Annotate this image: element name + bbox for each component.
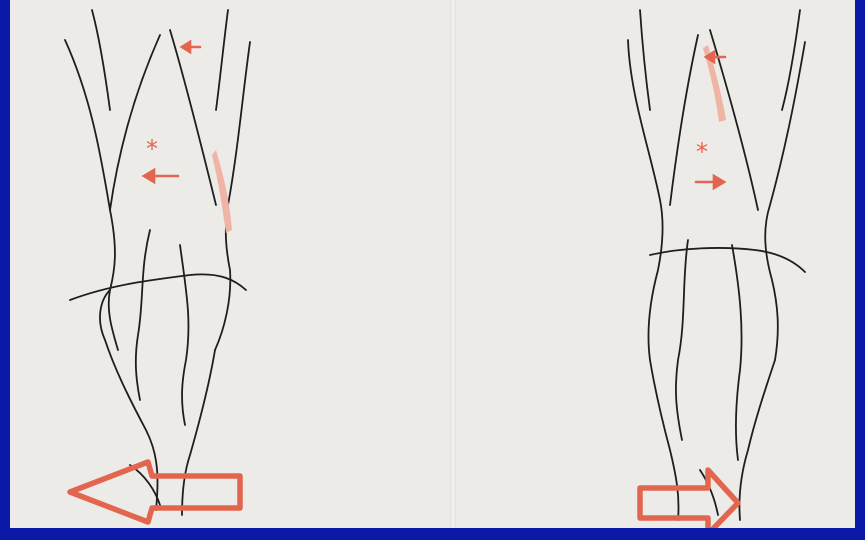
- right-bone-outline-left: [628, 40, 663, 360]
- left-pressure-zone: [212, 150, 232, 233]
- left-soft-tissue-top: [92, 10, 228, 110]
- left-bone-outline-right: [215, 42, 250, 350]
- left-asterisk: *: [146, 137, 158, 161]
- right-root-canal: [676, 240, 688, 440]
- right-asterisk: *: [696, 140, 708, 164]
- left-crown-outline: [100, 290, 215, 515]
- left-tooth-figure: [65, 10, 250, 515]
- left-enamel-line: [130, 465, 160, 505]
- right-large-arrow: [640, 470, 738, 528]
- left-root-canal: [136, 230, 150, 400]
- book-page-photo: * *: [10, 0, 855, 528]
- left-pulp-line: [180, 245, 188, 425]
- left-gingiva-line: [70, 274, 246, 300]
- left-root-outline: [110, 30, 216, 210]
- tooth-diagram: [10, 0, 855, 528]
- right-pulp-line: [732, 245, 742, 460]
- left-bone-outline-left: [65, 40, 118, 350]
- right-gingiva-line: [650, 248, 805, 272]
- right-bone-outline-right: [765, 42, 805, 360]
